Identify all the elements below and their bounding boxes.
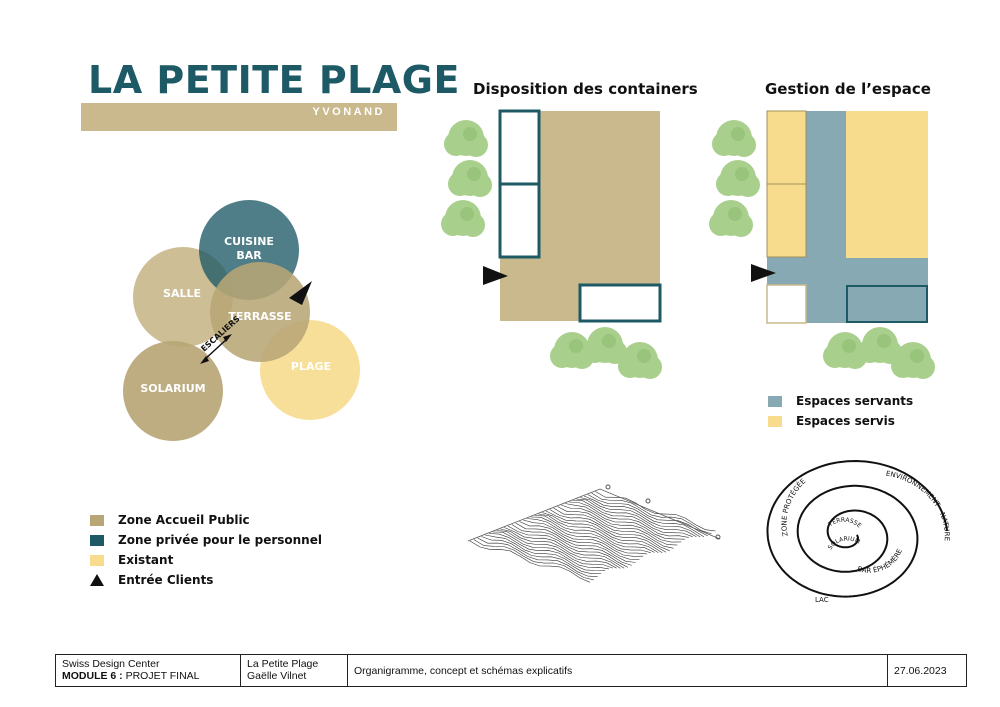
servis-block-1	[766, 110, 807, 185]
container-1	[498, 109, 541, 186]
legend-servants: Espaces servants	[768, 394, 913, 408]
tree	[712, 120, 756, 157]
roof-wave-line	[542, 512, 663, 554]
swatch-existing	[90, 554, 104, 566]
roof-wave-line	[469, 540, 591, 583]
roof-wave-line	[580, 497, 701, 538]
escaliers-arrow	[200, 334, 232, 364]
roof-wave-line	[492, 531, 613, 569]
entrance-arrow	[483, 266, 508, 285]
roof-wave-line	[572, 500, 693, 537]
roof-wave-line	[485, 534, 606, 571]
spiral-text-zone: ZONE PROTÉGÉE	[780, 477, 807, 537]
container-2	[498, 182, 541, 259]
footer-cell-project: La Petite Plage Gaëlle Vilnet	[241, 655, 348, 686]
label-salle: SALLE	[163, 287, 201, 300]
gestion-title: Gestion de l’espace	[765, 80, 931, 98]
logo-band: YVONAND	[81, 103, 397, 131]
existing-block	[766, 284, 807, 324]
roof-wave-line	[587, 494, 708, 537]
label-solarium: SOLARIUM	[140, 382, 205, 395]
roof-sketch	[467, 484, 721, 583]
footer-org: Swiss Design Center	[62, 658, 160, 670]
footer-author: Gaëlle Vilnet	[247, 670, 307, 682]
tree	[448, 160, 492, 197]
legend-entrance: Entrée Clients	[90, 573, 213, 587]
roof-wave-line	[568, 501, 689, 538]
footer-project: La Petite Plage	[247, 658, 319, 670]
containers-plan	[441, 109, 662, 379]
spiral-text-lac: LAC	[815, 596, 829, 604]
tree	[441, 200, 485, 237]
spiral-text-solarium: SOLARIUM	[827, 535, 861, 551]
footer-title-block: Swiss Design Center MODULE 6 : PROJET FI…	[55, 654, 967, 687]
circle-terrasse	[210, 262, 310, 362]
roof-wave-line	[576, 498, 697, 538]
tree	[444, 120, 488, 157]
legend-zone-private: Zone privée pour le personnel	[90, 533, 322, 547]
entrance-arrow	[751, 264, 776, 282]
roof-wave-line	[549, 509, 670, 552]
footer-date: 27.06.2023	[894, 664, 947, 677]
swatch-zone-private	[90, 534, 104, 546]
spiral-text-env: ENVIRONNEMENT - NATURE	[885, 470, 951, 542]
roof-wave-line	[481, 536, 602, 575]
roof-wave-line	[473, 539, 594, 581]
logo-title: LA PETITE PLAGE	[88, 58, 460, 102]
container-outline	[846, 285, 928, 323]
roof-wave-line	[496, 530, 617, 569]
roof-wave-line	[500, 528, 621, 569]
logo-subtitle: YVONAND	[312, 106, 385, 118]
servis-block-3	[846, 111, 928, 258]
entrance-arrow	[289, 281, 312, 305]
roof-wave-line	[523, 519, 644, 557]
roof-wave-line	[504, 527, 625, 569]
roof-wave-line	[477, 537, 598, 577]
legend-zone-public: Zone Accueil Public	[90, 513, 250, 527]
roof-wave-line	[564, 503, 686, 540]
roof-wave-line	[511, 524, 632, 566]
container-3	[578, 283, 662, 323]
legend-servis: Espaces servis	[768, 414, 895, 428]
swatch-servants	[768, 395, 782, 407]
containers-title: Disposition des containers	[473, 80, 698, 98]
label-plage: PLAGE	[291, 360, 331, 373]
roof-wave-line	[545, 510, 667, 553]
roof-wave-line	[557, 506, 678, 546]
swatch-zone-public	[90, 514, 104, 526]
footer-description: Organigramme, concept et schémas explica…	[348, 655, 888, 686]
spiral-text-bar: BAR ÉPHÉMÈRE	[856, 548, 904, 575]
roof-wave-line	[595, 491, 716, 532]
label-terrasse: TERRASSE	[228, 310, 291, 323]
legend-existing: Existant	[90, 553, 173, 567]
roof-wave-line	[591, 492, 712, 535]
tree	[583, 327, 627, 364]
entrance-triangle-icon	[90, 574, 104, 586]
roof-wave-line	[519, 521, 640, 560]
roof-wave-line	[526, 518, 648, 555]
gestion-plan	[709, 110, 935, 379]
tree	[716, 160, 760, 197]
roof-wave-line	[538, 513, 659, 553]
footer-cell-org: Swiss Design Center MODULE 6 : PROJET FI…	[56, 655, 241, 686]
roof-wave-line	[561, 504, 682, 543]
footer-module: MODULE 6 : PROJET FINAL	[62, 670, 200, 682]
roof-wave-line	[488, 533, 610, 570]
spiral-text-terrasse: TERRASSE	[826, 517, 862, 530]
roof-wave-line	[553, 507, 674, 549]
roof-wave-line	[530, 516, 651, 553]
swatch-servis	[768, 415, 782, 427]
roof-wave-line	[515, 522, 636, 563]
concept-spiral: ZONE PROTÉGÉE ENVIRONNEMENT - NATURE BAR…	[766, 459, 951, 604]
roof-wave-line	[583, 495, 705, 538]
roof-wave-line	[507, 525, 629, 568]
circle-solarium	[123, 341, 223, 441]
tree	[709, 200, 753, 237]
roof-wave-line	[534, 515, 655, 553]
servis-block-2	[766, 183, 807, 258]
